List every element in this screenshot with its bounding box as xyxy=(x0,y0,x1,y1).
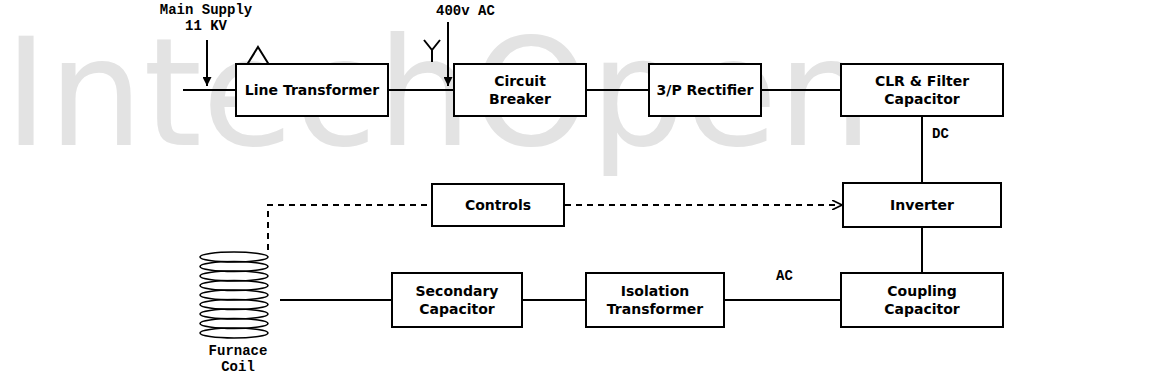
process-box: CLR & Filter Capacitor xyxy=(840,63,1004,117)
process-box: Secondary Capacitor xyxy=(391,272,523,328)
power-line xyxy=(921,228,923,272)
box-text: Inverter xyxy=(884,196,960,214)
signal-label: 400v AC xyxy=(436,3,495,19)
box-text: 3/P Rectifier xyxy=(651,81,760,99)
process-box: Isolation Transformer xyxy=(585,272,725,328)
power-line xyxy=(523,299,585,301)
coil-turn xyxy=(200,271,268,281)
coil-turn xyxy=(200,309,268,319)
process-box: Line Transformer xyxy=(235,63,389,117)
box-text: CLR & Filter Capacitor xyxy=(842,72,1002,108)
coil-turn xyxy=(200,319,268,329)
wye-symbol xyxy=(424,40,440,62)
voltage-arrow xyxy=(447,22,449,86)
power-line xyxy=(725,299,840,301)
coil-turn xyxy=(200,281,268,291)
process-box: Controls xyxy=(431,183,565,227)
control-line xyxy=(565,204,842,206)
coil-turn xyxy=(200,252,268,262)
box-text: Coupling Capacitor xyxy=(842,282,1002,318)
signal-label: AC xyxy=(776,268,793,284)
coil-turn xyxy=(200,300,268,310)
box-text: Isolation Transformer xyxy=(587,282,723,318)
coil-turn xyxy=(200,328,268,338)
process-box: Inverter xyxy=(842,182,1002,228)
signal-label: Main Supply 11 KV xyxy=(150,2,262,34)
process-box: 3/P Rectifier xyxy=(648,63,762,117)
coil-windings xyxy=(196,250,280,340)
power-line xyxy=(921,117,923,182)
box-text: Circuit Breaker xyxy=(455,72,585,108)
power-line xyxy=(280,299,391,301)
coil-turn xyxy=(200,290,268,300)
control-line xyxy=(268,205,431,250)
supply-wire xyxy=(183,89,240,91)
supply-arrow xyxy=(206,40,208,86)
furnace-coil: Furnace Coil xyxy=(196,250,280,375)
process-box: Circuit Breaker xyxy=(453,63,587,117)
process-box: Coupling Capacitor xyxy=(840,272,1004,328)
box-text: Secondary Capacitor xyxy=(393,282,521,318)
signal-label: DC xyxy=(932,126,949,142)
box-text: Furnace Coil xyxy=(196,343,280,375)
power-line xyxy=(389,89,453,91)
box-text: Controls xyxy=(459,196,537,214)
coil-turn xyxy=(200,262,268,272)
box-text: Line Transformer xyxy=(239,81,385,99)
power-line xyxy=(587,89,648,91)
power-line xyxy=(762,89,840,91)
